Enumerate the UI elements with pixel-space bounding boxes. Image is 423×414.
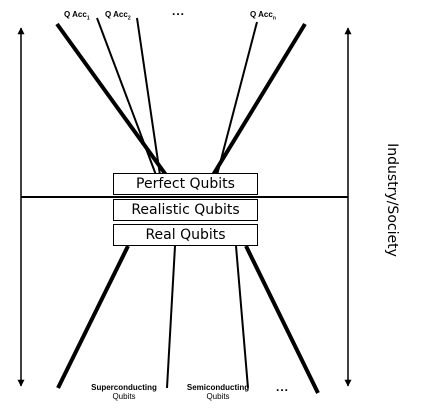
- q-acc-2-label: Q Acc2: [105, 10, 131, 22]
- superconducting-text: Superconducting: [91, 383, 157, 392]
- real-qubits-label: Real Qubits: [145, 227, 226, 243]
- industry-society-text: Industry/Society: [384, 143, 400, 257]
- superconducting-qubits-label: Superconducting Qubits: [84, 383, 164, 401]
- lower-line-superconducting: [166, 245, 176, 389]
- q-acc-n-label: Q Accn: [250, 10, 276, 22]
- lower-line-semiconducting: [235, 245, 249, 389]
- q-acc-1-text: Q Acc: [64, 10, 87, 19]
- perfect-qubits-box: Perfect Qubits: [113, 173, 258, 195]
- upper-line-acc2: [136, 17, 161, 176]
- q-acc-1-subscript: 1: [86, 15, 90, 22]
- semiconducting-text: Semiconducting: [186, 383, 250, 392]
- upper-outer-right-line: [211, 22, 307, 177]
- q-acc-n-text: Q Acc: [250, 10, 273, 19]
- realistic-qubits-box: Realistic Qubits: [113, 199, 258, 221]
- q-acc-2-text: Q Acc: [105, 10, 128, 19]
- semiconducting-qubits-label: Semiconducting Qubits: [180, 383, 256, 401]
- upper-outer-left-line: [55, 22, 168, 177]
- q-acc-1-label: Q Acc1: [64, 10, 90, 22]
- bottom-ellipsis: ...: [276, 380, 290, 394]
- q-acc-n-subscript: n: [272, 15, 276, 22]
- lower-outer-left-line: [56, 245, 130, 389]
- lower-outer-right-line: [244, 245, 320, 394]
- semiconducting-qubits-text: Qubits: [206, 392, 230, 401]
- upper-line-acc1: [96, 17, 157, 176]
- q-acc-2-subscript: 2: [127, 15, 131, 22]
- upper-line-accn: [216, 21, 258, 176]
- perfect-qubits-label: Perfect Qubits: [136, 176, 235, 192]
- realistic-qubits-label: Realistic Qubits: [131, 202, 240, 218]
- superconducting-qubits-text: Qubits: [112, 392, 136, 401]
- top-ellipsis: ...: [172, 4, 186, 18]
- real-qubits-box: Real Qubits: [113, 224, 258, 246]
